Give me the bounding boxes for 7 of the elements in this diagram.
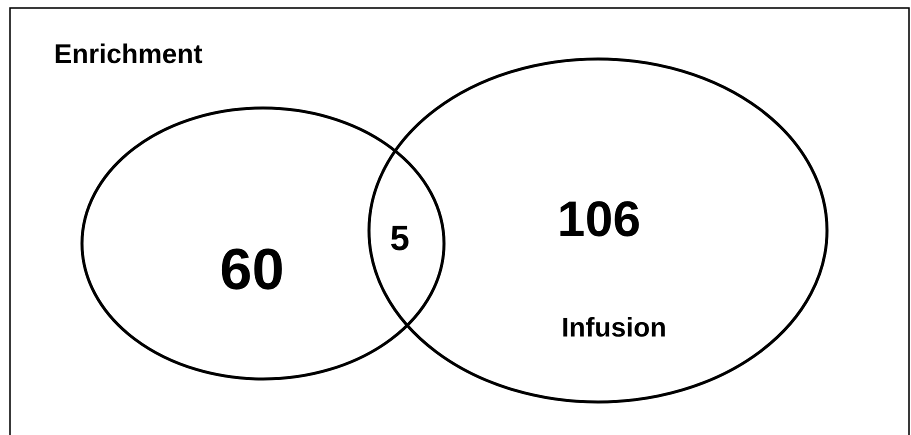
set-label: Enrichment xyxy=(54,41,203,68)
set-ellipse xyxy=(82,108,444,379)
count-value: 5 xyxy=(390,221,410,256)
count-value: 106 xyxy=(557,194,641,244)
count-value: 60 xyxy=(220,241,284,299)
set-label: Infusion xyxy=(562,314,666,342)
set-ellipse xyxy=(369,59,827,402)
